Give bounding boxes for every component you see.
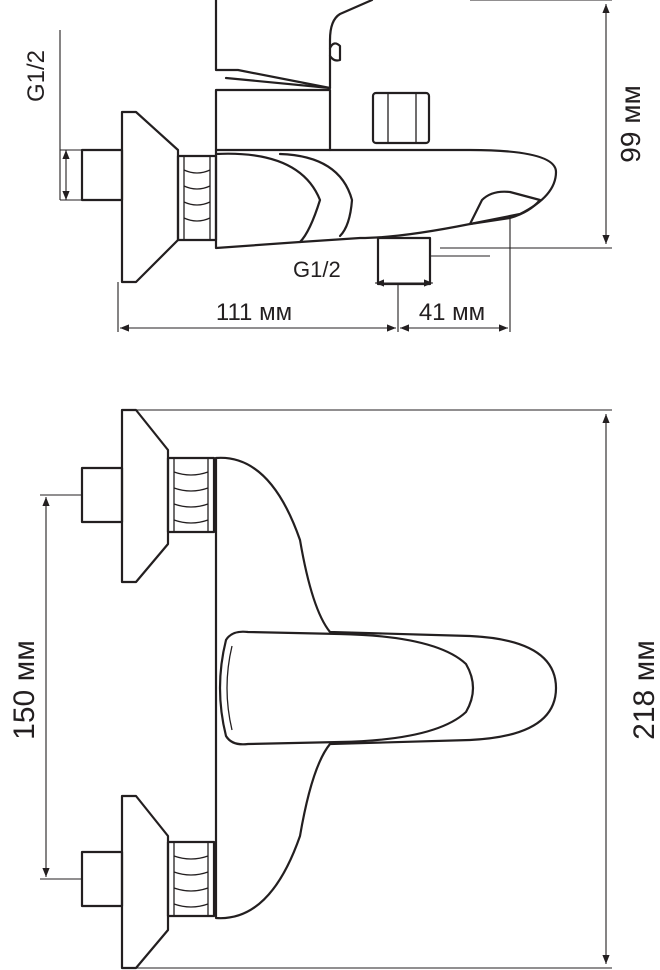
side-spout — [468, 190, 542, 226]
side-diverter-knob — [371, 91, 431, 145]
side-housing — [214, 88, 332, 152]
label-thread-side: G1/2 — [23, 50, 50, 102]
top-inlet-pipe-upper — [80, 466, 124, 524]
top-view: 150 мм 218 мм — [8, 408, 660, 970]
label-dim-wall-outlet: 111 мм — [216, 299, 292, 326]
label-dim-centers: 150 мм — [8, 640, 41, 740]
top-inlet-pipe-lower — [80, 850, 124, 908]
top-hex-nut-lower — [166, 840, 216, 918]
label-dim-width: 218 мм — [628, 640, 660, 740]
top-escutcheon-upper — [120, 408, 170, 584]
side-view: G1/2 G1/2 99 мм 111 мм 41 мм — [23, 0, 646, 332]
label-dim-outlet-spout: 41 мм — [419, 299, 485, 326]
top-lever — [218, 630, 475, 746]
side-body — [214, 148, 558, 250]
label-dim-height: 99 мм — [615, 85, 646, 162]
label-thread-outlet: G1/2 — [293, 257, 341, 282]
top-hex-nut-upper — [166, 456, 216, 534]
side-inlet-pipe — [80, 148, 124, 202]
side-lever — [214, 0, 374, 90]
side-bottom-outlet — [376, 236, 432, 286]
side-escutcheon — [120, 110, 180, 284]
top-escutcheon-lower — [120, 794, 170, 970]
top-body — [214, 456, 558, 920]
